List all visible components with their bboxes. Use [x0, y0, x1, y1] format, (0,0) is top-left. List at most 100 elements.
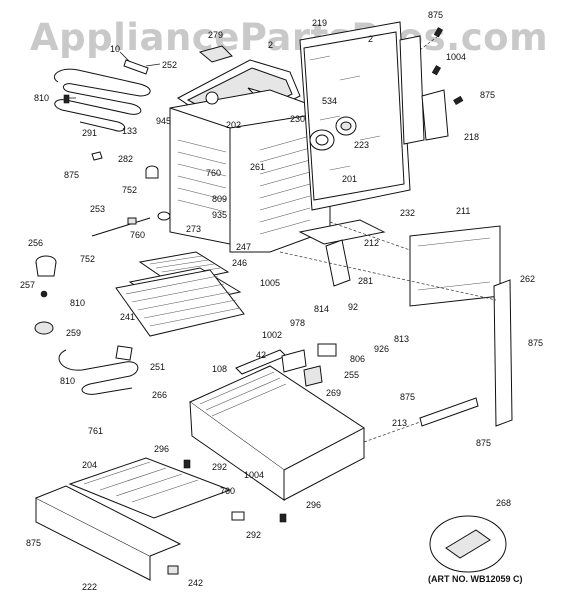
callout-218: 218 — [464, 132, 479, 142]
callout-875: 875 — [26, 538, 41, 548]
callout-875: 875 — [528, 338, 543, 348]
callout-256: 256 — [28, 238, 43, 248]
callout-281: 281 — [358, 276, 373, 286]
knob-259 — [34, 321, 54, 335]
callout-223: 223 — [354, 140, 369, 150]
foot-242 — [167, 565, 179, 575]
part-282 — [145, 165, 159, 179]
art-number: (ART NO. WB12059 C) — [428, 574, 523, 584]
callout-810: 810 — [34, 93, 49, 103]
back-panel-232 — [299, 21, 411, 211]
callout-1004: 1004 — [244, 470, 264, 480]
drawer-front-222 — [35, 485, 182, 581]
callout-1005: 1005 — [260, 278, 280, 288]
callout-204: 204 — [82, 460, 97, 470]
part-273 — [157, 211, 171, 221]
bracket-213 — [419, 397, 479, 427]
callout-133: 133 — [122, 126, 137, 136]
part-281 — [325, 239, 351, 287]
watermark: AppliancePartsPros.com — [30, 16, 548, 59]
drawer-204 — [68, 457, 232, 519]
callout-875: 875 — [64, 170, 79, 180]
thermostat-256 — [35, 255, 57, 277]
detail-inset-268 — [429, 515, 507, 573]
screw-1004a — [431, 65, 442, 76]
leader-lines — [66, 35, 497, 443]
foot-296b — [279, 513, 287, 523]
bracket-212 — [298, 219, 386, 245]
callout-255: 255 — [344, 370, 359, 380]
sensor-253 — [91, 217, 151, 237]
oven-rack-241 — [115, 269, 245, 337]
callout-814: 814 — [314, 304, 329, 314]
callout-809: 809 — [212, 194, 227, 204]
broil-element-251 — [58, 345, 139, 395]
callout-252: 252 — [162, 60, 177, 70]
callout-242: 242 — [188, 578, 203, 588]
callout-246: 246 — [232, 258, 247, 268]
callout-291: 291 — [82, 128, 97, 138]
part-279 — [198, 45, 233, 63]
callout-201: 201 — [342, 174, 357, 184]
switch-255 — [317, 343, 337, 357]
screw-810a — [63, 94, 70, 104]
callout-253: 253 — [90, 204, 105, 214]
callout-1004: 1004 — [446, 52, 466, 62]
callout-202: 202 — [226, 120, 241, 130]
callout-251: 251 — [150, 362, 165, 372]
oven-cavity-201 — [169, 89, 331, 253]
callout-752: 752 — [80, 254, 95, 264]
callout-926: 926 — [374, 344, 389, 354]
callout-875: 875 — [480, 90, 495, 100]
callout-752: 752 — [122, 185, 137, 195]
screw-875a — [433, 27, 444, 38]
callout-247: 247 — [236, 242, 251, 252]
screw-257 — [40, 290, 48, 298]
callout-262: 262 — [520, 274, 535, 284]
callout-269: 269 — [326, 388, 341, 398]
screw-875b — [453, 95, 464, 106]
callout-10: 10 — [110, 44, 120, 54]
callout-875: 875 — [428, 10, 443, 20]
callout-222: 222 — [82, 582, 97, 592]
callout-42: 42 — [256, 350, 266, 360]
callout-219: 219 — [312, 18, 327, 28]
rear-panel-211 — [409, 225, 501, 307]
callout-273: 273 — [186, 224, 201, 234]
callout-296: 296 — [306, 500, 321, 510]
callout-813: 813 — [394, 334, 409, 344]
callout-266: 266 — [152, 390, 167, 400]
callout-875: 875 — [476, 438, 491, 448]
callout-978: 978 — [290, 318, 305, 328]
bracket-218 — [399, 35, 449, 145]
callout-810: 810 — [60, 376, 75, 386]
callout-211: 211 — [456, 206, 470, 216]
callout-232: 232 — [400, 208, 415, 218]
callout-282: 282 — [118, 154, 133, 164]
callout-935: 935 — [212, 210, 227, 220]
callouts: 875 219 279 2 2 1004 10 252 810 875 534 … — [20, 10, 543, 592]
callout-760: 760 — [220, 486, 235, 496]
callout-296: 296 — [154, 444, 169, 454]
part-291 — [91, 151, 103, 161]
callout-259: 259 — [66, 328, 81, 338]
callout-261: 261 — [250, 162, 265, 172]
callout-945: 945 — [156, 116, 171, 126]
part-42 — [281, 349, 307, 373]
callout-810: 810 — [70, 298, 85, 308]
side-panel-262 — [493, 279, 513, 427]
callout-292: 292 — [212, 462, 227, 472]
callout-2-back: 2 — [368, 34, 373, 44]
callout-230: 230 — [290, 114, 305, 124]
foot-296a — [183, 459, 191, 469]
part-292 — [231, 511, 245, 521]
callout-213: 213 — [392, 418, 407, 428]
callout-268: 268 — [496, 498, 511, 508]
callout-292: 292 — [246, 530, 261, 540]
callout-108: 108 — [212, 364, 227, 374]
bake-element-252 — [53, 59, 151, 132]
callout-760: 760 — [130, 230, 145, 240]
callout-1002: 1002 — [262, 330, 282, 340]
